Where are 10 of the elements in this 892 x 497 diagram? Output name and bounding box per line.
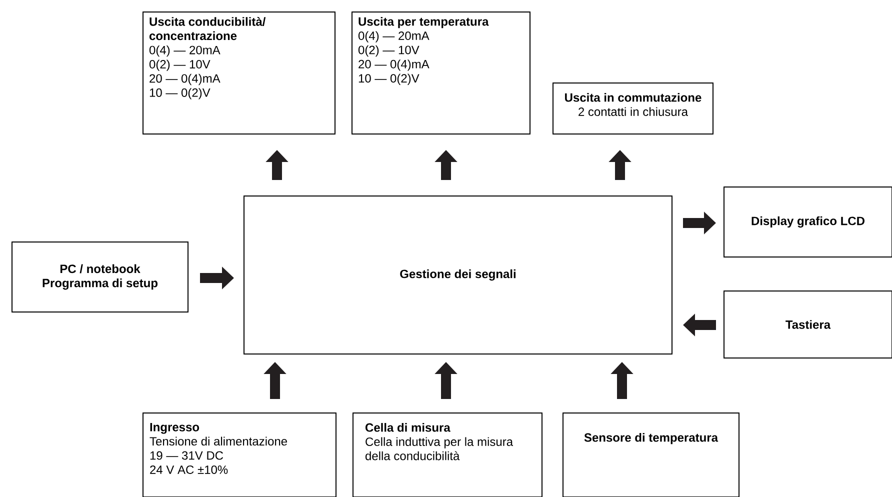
box: Cella di misura Cella induttiva per la misura della conducibilità — [352, 412, 542, 497]
box: Tastiera — [724, 290, 892, 358]
box: PC / notebook Programma di setup — [12, 242, 188, 312]
process-box: Gestione dei segnali — [244, 196, 672, 354]
box: Sensore di temperatura — [562, 412, 740, 497]
box: Uscita in commutazione 2 contatti in chiusura — [552, 82, 714, 134]
box: Ingresso Tensione di alimentazione 19 — 31V DC 24 V AC ±10% — [142, 412, 336, 497]
box: Uscita per temperatura 0(4) — 20mA 0(2) — 10V 20 — 0(4)mA 10 — 0(2)V — [352, 12, 530, 134]
box: Display grafico LCD — [724, 186, 892, 258]
box: Uscita conducibilità/ concentrazione 0(4) — 20mA 0(2) — 10V 20 — 0(4)mA 10 — 0(2)V — [142, 12, 336, 134]
